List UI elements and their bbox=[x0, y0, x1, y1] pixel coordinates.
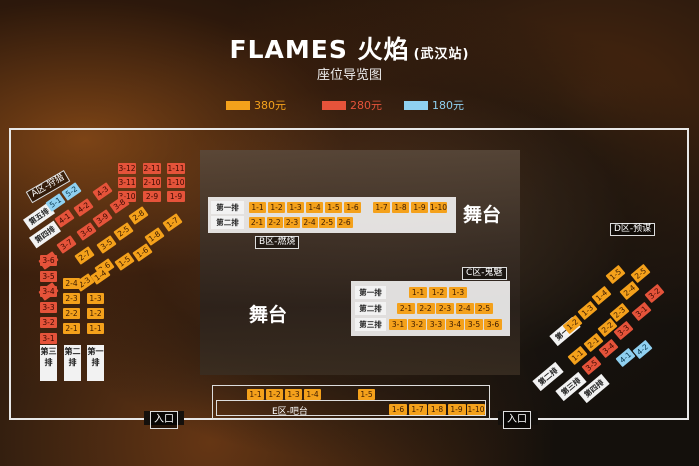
c-zone-seat[interactable]: 3-4 bbox=[446, 319, 464, 330]
b-zone-seat[interactable]: 2-5 bbox=[319, 217, 335, 228]
c-zone-seat[interactable]: 2-5 bbox=[475, 303, 493, 314]
c-zone-row-1-label: 第一排 bbox=[355, 286, 386, 299]
e-zone-seat[interactable]: 1-2 bbox=[266, 389, 283, 400]
b-zone-seat[interactable]: 1-7 bbox=[373, 202, 390, 213]
a-zone-seat[interactable]: 3-6 bbox=[40, 255, 57, 266]
c-zone-seat[interactable]: 2-1 bbox=[397, 303, 415, 314]
b-zone-seat[interactable]: 1-4 bbox=[306, 202, 323, 213]
legend-item-380: 380元 bbox=[226, 98, 286, 112]
page-title: FLAMES 火焰(武汉站) bbox=[229, 35, 470, 64]
page-title-city: (武汉站) bbox=[413, 47, 470, 62]
b-zone-seat[interactable]: 1-5 bbox=[325, 202, 342, 213]
a-zone-seat[interactable]: 2-11 bbox=[143, 163, 161, 174]
c-zone-label: C区-鬼魅 bbox=[462, 267, 507, 280]
a-zone-vertical-row-1: 第一排 bbox=[87, 345, 104, 381]
a-zone-seat[interactable]: 1-1 bbox=[87, 323, 104, 334]
legend-item-280: 280元 bbox=[322, 98, 382, 112]
a-zone-seat[interactable]: 3-10 bbox=[118, 191, 136, 202]
a-zone-vertical-row-3: 第三排 bbox=[40, 345, 57, 381]
b-zone-seat[interactable]: 1-10 bbox=[430, 202, 448, 213]
a-zone-seat[interactable]: 3-5 bbox=[40, 270, 57, 282]
a-zone-vertical-row-2: 第二排 bbox=[64, 345, 81, 381]
a-zone-seat[interactable]: 3-11 bbox=[118, 177, 136, 188]
b-zone-seat[interactable]: 2-1 bbox=[249, 217, 265, 228]
stage-photo bbox=[200, 150, 520, 375]
c-zone-seat[interactable]: 3-5 bbox=[465, 319, 483, 330]
d-zone-label: D区-预谋 bbox=[610, 223, 656, 236]
c-zone-seat[interactable]: 1-2 bbox=[429, 287, 447, 298]
a-zone-seat[interactable]: 1-10 bbox=[167, 177, 185, 188]
c-zone-seat[interactable]: 1-3 bbox=[449, 287, 467, 298]
b-zone-label: B区-燃烧 bbox=[255, 236, 300, 249]
a-zone-seat[interactable]: 3-1 bbox=[40, 332, 57, 344]
b-zone-seat[interactable]: 2-2 bbox=[266, 217, 283, 228]
c-zone-seat[interactable]: 2-2 bbox=[416, 303, 435, 314]
stage-label-right: 舞台 bbox=[463, 204, 502, 226]
a-zone-seat[interactable]: 2-1 bbox=[63, 323, 80, 334]
e-zone-seat[interactable]: 1-5 bbox=[358, 389, 375, 400]
a-zone-seat[interactable]: 1-3 bbox=[87, 293, 104, 304]
e-zone-seat[interactable]: 1-9 bbox=[447, 404, 466, 415]
b-zone-seat[interactable]: 1-3 bbox=[287, 202, 304, 213]
b-zone-seat[interactable]: 1-1 bbox=[249, 202, 266, 213]
c-zone-seat[interactable]: 3-2 bbox=[408, 319, 426, 330]
e-zone-seat[interactable]: 1-6 bbox=[389, 404, 407, 415]
entrance-left[interactable]: 入口 bbox=[150, 411, 178, 429]
a-zone-seat[interactable]: 2-9 bbox=[143, 191, 161, 202]
a-zone-seat[interactable]: 1-2 bbox=[87, 308, 104, 319]
a-zone-seat[interactable]: 2-3 bbox=[63, 293, 80, 304]
e-zone-seat[interactable]: 1-3 bbox=[285, 389, 302, 400]
c-zone-seat[interactable]: 3-1 bbox=[389, 319, 407, 330]
legend-swatch-380 bbox=[226, 100, 250, 110]
e-zone-seat[interactable]: 1-8 bbox=[428, 404, 446, 415]
a-zone-seat[interactable]: 1-9 bbox=[167, 191, 185, 202]
a-zone-seat[interactable]: 3-4 bbox=[40, 286, 57, 297]
e-zone-seat[interactable]: 1-7 bbox=[408, 404, 427, 415]
b-zone-seat[interactable]: 2-3 bbox=[284, 217, 300, 228]
c-zone-seat[interactable]: 2-4 bbox=[455, 303, 474, 314]
a-zone-seat[interactable]: 2-2 bbox=[63, 308, 80, 319]
b-zone-seat[interactable]: 1-6 bbox=[344, 202, 361, 213]
c-zone-seat[interactable]: 1-1 bbox=[409, 287, 427, 298]
a-zone-seat[interactable]: 2-10 bbox=[143, 177, 161, 188]
e-zone-bar-outline bbox=[212, 385, 490, 420]
e-zone-seat[interactable]: 1-1 bbox=[247, 389, 264, 400]
c-zone-seat[interactable]: 3-3 bbox=[427, 319, 445, 330]
e-zone-label: E区-吧台 bbox=[272, 407, 308, 417]
c-zone-seat[interactable]: 3-6 bbox=[484, 319, 502, 330]
b-zone-seat[interactable]: 1-8 bbox=[392, 202, 409, 213]
c-zone-seat[interactable]: 2-3 bbox=[436, 303, 454, 314]
c-zone-row-2-label: 第二排 bbox=[355, 302, 386, 315]
c-zone-row-3-label: 第三排 bbox=[355, 318, 386, 331]
e-zone-bar-counter bbox=[216, 400, 486, 416]
entrance-right[interactable]: 入口 bbox=[503, 411, 531, 429]
a-zone-seat[interactable]: 3-3 bbox=[40, 301, 57, 313]
legend-label-380: 380元 bbox=[254, 99, 286, 112]
page-subtitle: 座位导览图 bbox=[316, 68, 382, 83]
legend-swatch-280 bbox=[322, 100, 346, 110]
b-zone-seat[interactable]: 2-4 bbox=[301, 217, 318, 228]
stage-label-left: 舞台 bbox=[249, 304, 288, 326]
b-zone-seat[interactable]: 1-2 bbox=[268, 202, 285, 213]
a-zone-seat[interactable]: 3-12 bbox=[118, 163, 136, 174]
b-zone-seat[interactable]: 1-9 bbox=[411, 202, 428, 213]
a-zone-seat[interactable]: 1-11 bbox=[167, 163, 185, 174]
a-zone-seat[interactable]: 3-2 bbox=[40, 317, 57, 328]
b-zone-seat[interactable]: 2-6 bbox=[336, 217, 353, 228]
b-zone-row-1-label: 第一排 bbox=[211, 201, 244, 214]
legend-label-180: 180元 bbox=[432, 99, 464, 112]
b-zone-row-2-label: 第二排 bbox=[211, 216, 244, 229]
legend-label-280: 280元 bbox=[350, 99, 382, 112]
legend-item-180: 180元 bbox=[404, 98, 464, 112]
e-zone-seat[interactable]: 1-4 bbox=[304, 389, 321, 400]
a-zone-seat[interactable]: 2-4 bbox=[63, 278, 80, 289]
e-zone-seat[interactable]: 1-10 bbox=[467, 404, 485, 415]
legend-swatch-180 bbox=[404, 100, 428, 110]
